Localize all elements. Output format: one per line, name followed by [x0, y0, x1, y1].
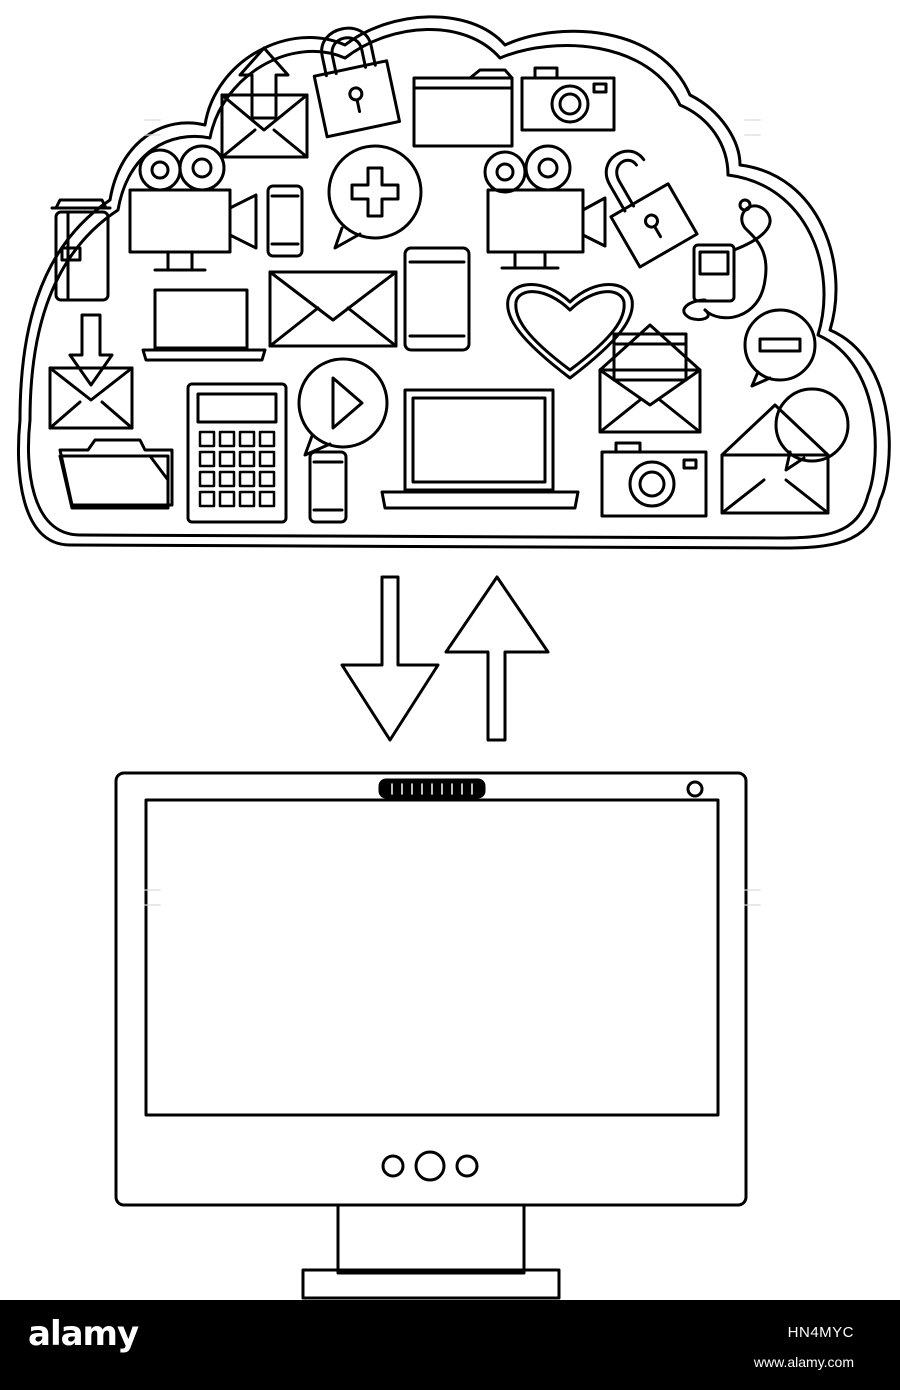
open-mail-icon [598, 323, 702, 434]
calculator-icon [186, 382, 288, 524]
download-arrow-icon [340, 575, 440, 742]
video-camera-icon [128, 144, 258, 272]
cloud-icon [17, 15, 891, 550]
trash-bin-icon [50, 198, 112, 302]
email-upload-icon [220, 46, 309, 159]
site-url: www.alamy.com [753, 1354, 854, 1370]
footer-bar: alamy HN4MYC www.alamy.com [0, 1300, 900, 1390]
envelope-icon [268, 270, 398, 348]
watermark-pattern [144, 119, 761, 906]
padlock-closed-icon [312, 26, 402, 139]
upload-arrow-icon [444, 575, 550, 742]
smartphone-icon-2 [308, 450, 348, 524]
laptop-icon-2 [380, 388, 580, 510]
alamy-logo: alamy [28, 1314, 139, 1354]
tablet-icon [403, 246, 471, 352]
folder-icon [412, 68, 514, 148]
heart-icon [506, 283, 634, 380]
cloud-computing-illustration [17, 15, 891, 1300]
minus-bubble-icon [743, 308, 817, 388]
laptop-icon [141, 288, 267, 362]
smartphone-icon [266, 184, 304, 258]
add-bubble-icon [327, 144, 423, 250]
email-download-icon [48, 313, 134, 430]
camera-icon-2 [600, 441, 708, 518]
play-bubble-icon [297, 357, 389, 457]
video-camera-icon-2 [483, 144, 607, 270]
email-chat-icon [720, 387, 850, 515]
folder-icon-2 [58, 438, 174, 510]
monitor-icon [114, 771, 748, 1300]
camera-icon [520, 66, 616, 132]
mp3-player-icon [682, 198, 772, 322]
padlock-open-icon [604, 149, 699, 269]
image-code: HN4MYC [787, 1324, 854, 1341]
